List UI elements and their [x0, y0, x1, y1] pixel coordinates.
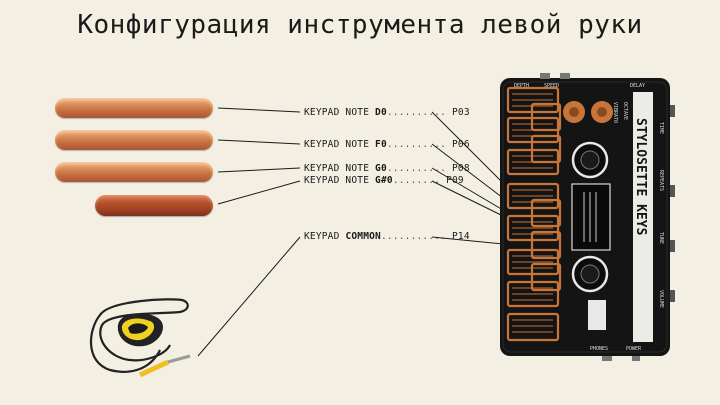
display-bars — [583, 192, 597, 242]
power-jack — [632, 356, 640, 361]
sausage-2 — [55, 130, 213, 150]
keypad-pad-sharp — [530, 262, 562, 292]
sausage-4 — [95, 195, 213, 216]
vibrato-label: VIBRATO — [612, 102, 618, 123]
label-pin: P09 — [446, 175, 464, 186]
jack-repeats — [670, 185, 675, 197]
alligator-clip-sleeve — [138, 359, 170, 378]
repeats-label: REPEATS — [658, 170, 664, 191]
dubreq-logo-icon — [588, 300, 606, 330]
label-pin: P03 — [452, 107, 470, 118]
pad-hatching — [512, 93, 553, 333]
brand-name: STYLOSETTE KEYS — [633, 118, 648, 236]
line-sausage-4 — [217, 180, 301, 205]
phones-label: PHONES — [590, 346, 608, 352]
keypad-copper — [506, 86, 562, 342]
label-dots: ........... — [380, 231, 447, 242]
label-note: G#0 — [375, 175, 393, 186]
volume-label: VOLUME — [658, 290, 664, 308]
page-title: Конфигурация инструмента левой руки — [77, 10, 643, 40]
line-p09 — [431, 180, 504, 217]
label-note: G0 — [375, 163, 387, 174]
time-label: TIME — [658, 122, 664, 134]
line-p06 — [431, 143, 504, 199]
label-note: F0 — [375, 139, 387, 150]
label-dots: .......... — [386, 163, 447, 174]
knob-center — [569, 107, 579, 117]
label-prefix: KEYPAD NOTE — [304, 175, 376, 186]
alligator-clip — [167, 354, 191, 364]
keypad-pad-sharp — [530, 230, 562, 260]
octave-label: OCTAVE — [622, 102, 628, 120]
depth-label: DEPTH — [514, 83, 529, 89]
keypad-pad-sharp — [530, 198, 562, 228]
knob-center — [580, 150, 600, 170]
label-pin: P14 — [452, 231, 470, 242]
top-jack — [540, 73, 550, 79]
keypad-label-d0: KEYPAD NOTE D0.......... P03 — [304, 107, 470, 118]
line-sausage-3 — [217, 167, 301, 173]
sausage-3 — [55, 162, 213, 182]
jack-time — [670, 105, 675, 117]
line-wrist-strap — [197, 236, 301, 357]
delay-label: DELAY — [630, 83, 645, 89]
line-p03 — [431, 111, 504, 184]
top-jack — [560, 73, 570, 79]
label-note: D0 — [375, 107, 387, 118]
power-label: POWER — [626, 346, 642, 352]
line-p08 — [431, 167, 504, 211]
speed-label: SPEED — [544, 83, 559, 89]
jack-tune — [670, 240, 675, 252]
jack-volume — [670, 290, 675, 302]
stylosette-device: DEPTH SPEED DELAY VIBRATO OCTAVE TIME RE… — [500, 73, 675, 361]
label-prefix: KEYPAD NOTE — [304, 139, 376, 150]
label-dots: .......... — [386, 107, 447, 118]
tune-label: TUNE — [658, 232, 664, 244]
label-note: COMMON — [345, 231, 381, 242]
display-screen — [571, 183, 611, 251]
keypad-label-gsharp0: KEYPAD NOTE G#0........ P09 — [304, 175, 464, 186]
keypad-pad — [506, 312, 560, 342]
wrist-strap — [89, 298, 191, 378]
knob-center — [580, 264, 600, 284]
label-pin: P08 — [452, 163, 470, 174]
label-prefix: KEYPAD — [304, 231, 346, 242]
keypad-label-f0: KEYPAD NOTE F0.......... P06 — [304, 139, 470, 150]
line-sausage-1 — [217, 107, 301, 113]
coiled-cord — [89, 298, 189, 373]
brand-stripe — [633, 92, 653, 342]
keypad-label-g0: KEYPAD NOTE G0.......... P08 — [304, 163, 470, 174]
keypad-label-common: KEYPAD COMMON........... P14 — [304, 231, 470, 242]
device-bevel — [502, 81, 668, 353]
knob-center — [597, 107, 607, 117]
line-sausage-2 — [217, 139, 301, 145]
line-p14 — [431, 236, 504, 245]
label-dots: .......... — [386, 139, 447, 150]
label-dots: ........ — [392, 175, 441, 186]
label-prefix: KEYPAD NOTE — [304, 107, 376, 118]
phones-jack — [602, 356, 612, 361]
strap-inner — [128, 323, 148, 334]
label-prefix: KEYPAD NOTE — [304, 163, 376, 174]
sausage-1 — [55, 98, 213, 118]
label-pin: P06 — [452, 139, 470, 150]
connector-lines — [197, 107, 504, 357]
